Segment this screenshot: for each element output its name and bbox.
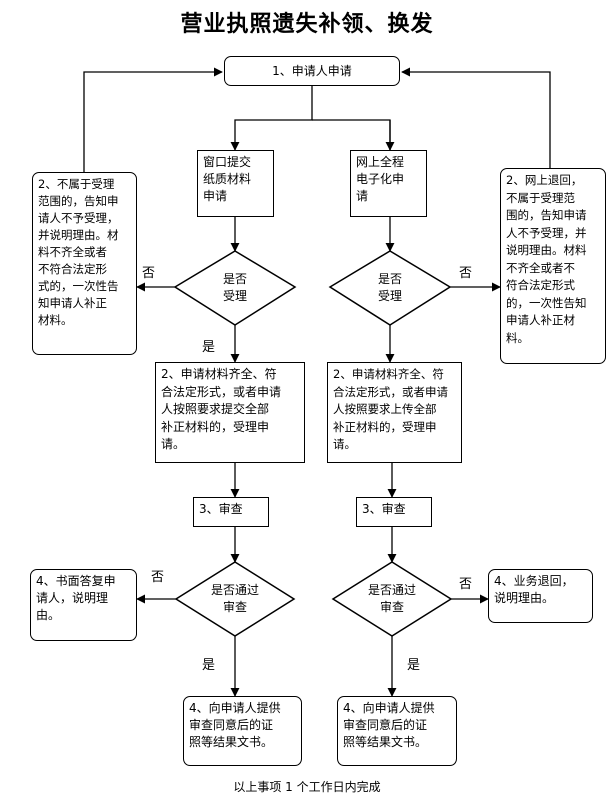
left-review-box: 3、审查: [193, 497, 269, 527]
left-pass-question: 是否通过 审查: [210, 583, 259, 614]
label-yes-left-accept: 是: [202, 340, 216, 355]
label-no-left-accept: 否: [142, 266, 156, 281]
arrow-right-reject-to-apply: [401, 67, 551, 168]
arrow-apply-to-window: [230, 86, 313, 151]
online-submit-box: 网上全程 电子化申 请: [350, 150, 427, 217]
apply-box: 1、申请人申请: [224, 56, 400, 86]
left-pass-diamond: [174, 561, 296, 637]
right-result-box: 4、向申请人提供 审查同意后的证 照等结果文书。: [337, 696, 457, 766]
label-no-right-accept: 否: [459, 266, 473, 281]
right-reject-box: 2、网上退回， 不属于受理范 围的，告知申请 人不予受理，并 说明理由。材料 不…: [500, 168, 606, 364]
right-fail-box: 4、业务退回， 说明理由。: [488, 569, 593, 623]
label-no-left-pass: 否: [151, 570, 165, 585]
left-reject-box: 2、不属于受理 范围的，告知申 请人不予受理， 并说明理由。材 料不齐全或者 不…: [32, 172, 137, 355]
right-pass-question: 是否通过 审查: [367, 583, 416, 614]
window-submit-box: 窗口提交 纸质材料 申请: [197, 150, 274, 217]
label-yes-right-pass: 是: [407, 658, 421, 673]
left-result-box: 4、向申请人提供 审查同意后的证 照等结果文书。: [183, 696, 302, 766]
footer-note: 以上事项 1 个工作日内完成: [233, 780, 381, 794]
label-yes-left-pass: 是: [202, 658, 216, 673]
right-accept-question: 是否 受理: [377, 272, 402, 303]
arrow-apply-to-online: [312, 119, 391, 150]
right-pass-diamond: [331, 561, 453, 637]
left-accept-diamond: [173, 250, 297, 326]
right-accept-box: 2、申请材料齐全、符 合法定形式，或者申请 人按照要求上传全部 补正材料的，受理…: [327, 362, 462, 463]
left-accept-box: 2、申请材料齐全、符 合法定形式，或者申请 人按照要求提交全部 补正材料的，受理…: [155, 362, 305, 463]
left-accept-question: 是否 受理: [222, 272, 247, 303]
label-no-right-pass: 否: [459, 577, 473, 592]
arrow-left-reject-to-apply: [83, 67, 223, 172]
left-fail-box: 4、书面答复申 请人，说明理 由。: [30, 569, 137, 641]
page-title: 营业执照遗失补领、换发: [180, 11, 434, 37]
right-accept-diamond: [328, 250, 452, 326]
right-review-box: 3、审查: [356, 497, 432, 527]
